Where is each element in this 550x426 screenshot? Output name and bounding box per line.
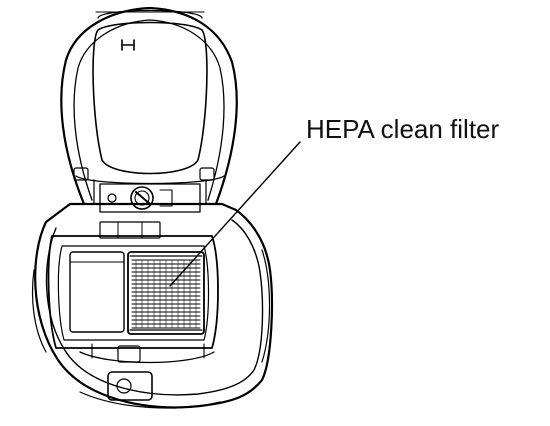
lid-top-tab: [97, 9, 203, 19]
open-lid: [60, 6, 238, 206]
rotary-knob-inner: [134, 190, 150, 206]
rotary-knob-outer: [130, 186, 154, 210]
hepa-filter: [127, 251, 205, 335]
filter-compartment: [47, 221, 219, 349]
lid-left-latch: [73, 167, 89, 181]
body-left-edge: [31, 269, 47, 353]
sponge-filter-block: [69, 251, 125, 333]
lid-second-outline: [73, 19, 225, 201]
dust-cup-knob-area: [99, 183, 201, 213]
lid-right-latch: [199, 167, 215, 181]
hepa-filter-callout-label: HEPA clean filter: [306, 114, 500, 144]
body-inner-rim: [45, 219, 264, 396]
hepa-filter-frame: [127, 251, 205, 335]
compartment-top-bracket: [99, 221, 161, 239]
compartment-top-notch: [117, 221, 143, 239]
lid-hinge-bar: [93, 179, 207, 205]
knob-side-clip: [159, 189, 173, 207]
center-latch: [117, 345, 141, 363]
body-bottom-lip: [79, 391, 221, 409]
body-outer-shell: [34, 202, 273, 409]
lid-inner-panel: [92, 21, 208, 175]
front-release-button: [107, 371, 153, 401]
bottom-tray-inner: [91, 343, 205, 359]
body-right-edge: [261, 249, 271, 363]
compartment-outer-wall: [47, 235, 219, 349]
bottom-tray: [79, 351, 215, 364]
lid-h-marking-icon: [121, 39, 135, 51]
vacuum-body: [31, 202, 273, 409]
front-release-circle: [116, 378, 132, 394]
hepa-filter-pleats: [131, 259, 201, 329]
small-indicator-ring: [107, 193, 117, 203]
compartment-inner-wall: [57, 245, 210, 341]
knob-housing: [99, 183, 201, 213]
lid-outer-outline: [60, 6, 238, 206]
callout-leader-line: [169, 141, 301, 287]
front-bumper: [79, 343, 215, 401]
rotary-knob-pointer: [135, 191, 151, 205]
